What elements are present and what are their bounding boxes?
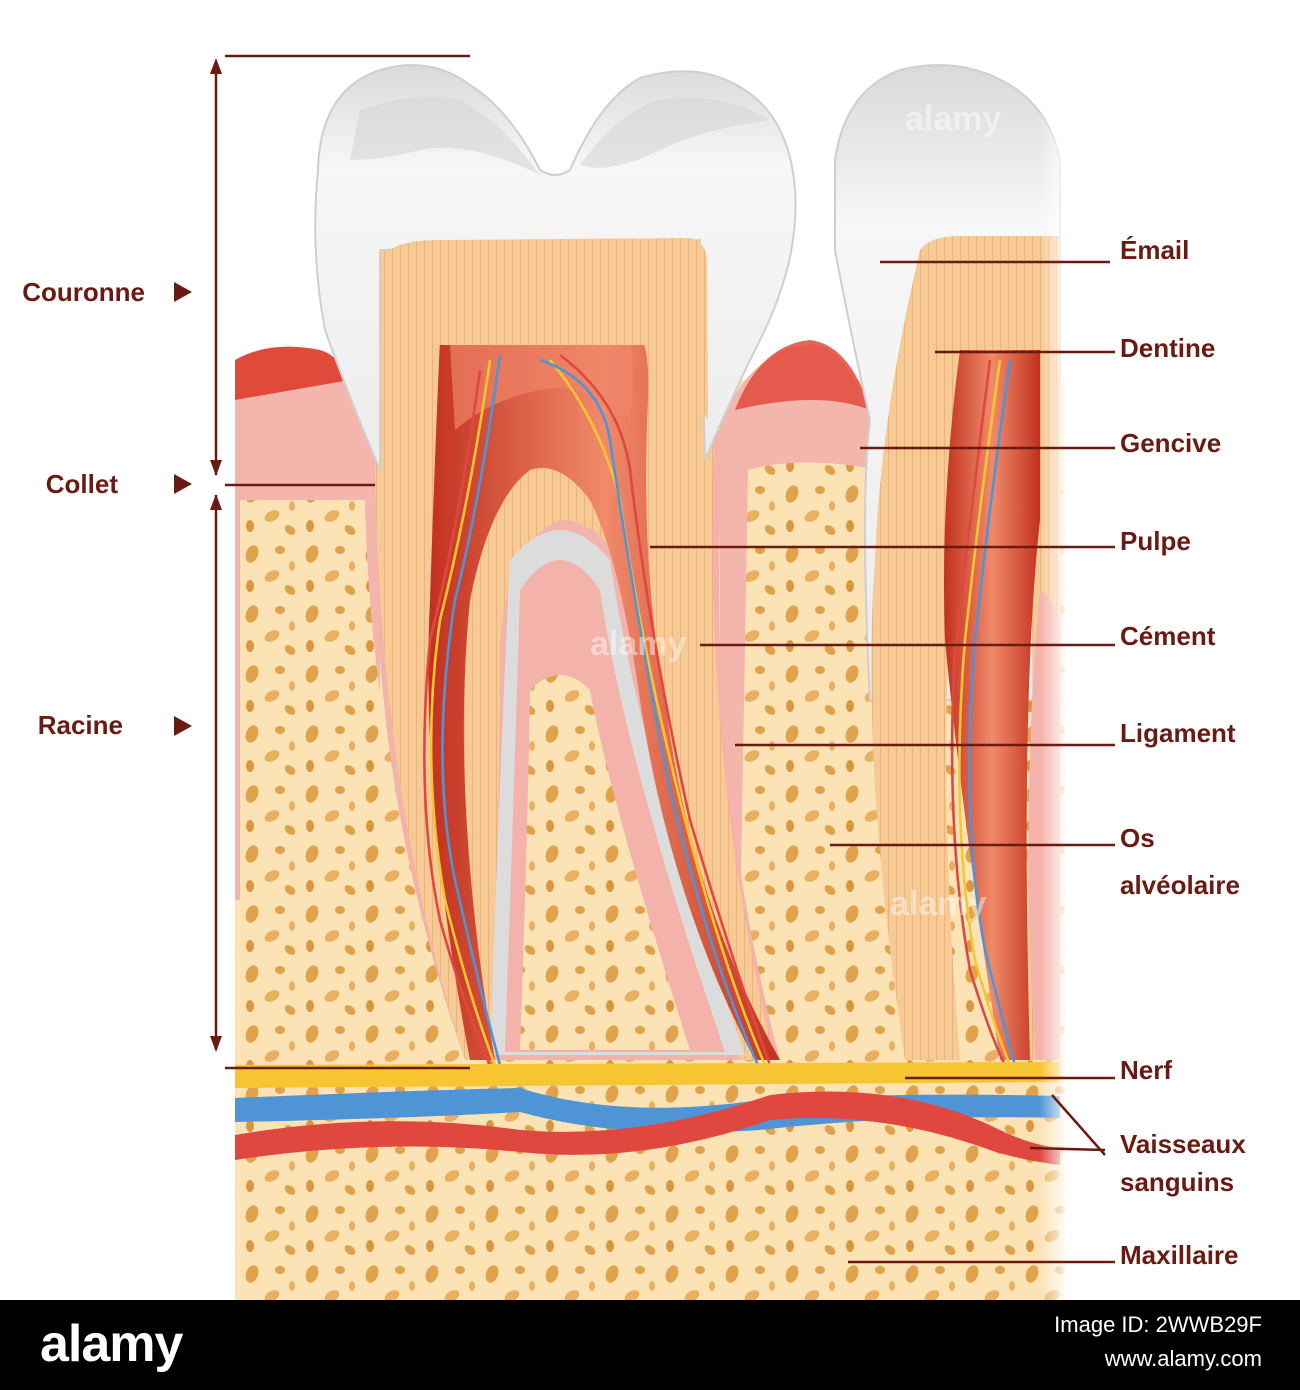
watermark: alamy — [890, 885, 987, 923]
footer-image-info: Image ID: 2WWB29F www.alamy.com — [972, 1308, 1262, 1376]
label-maxillaire: Maxillaire — [1120, 1240, 1239, 1270]
arrow-right-icon — [174, 716, 192, 736]
watermark: alamy — [905, 100, 1002, 138]
site-url: www.alamy.com — [1104, 1346, 1262, 1371]
label-pulpe: Pulpe — [1120, 526, 1191, 556]
label-vaisseaux-sanguins: Vaisseaux sanguins — [1120, 1129, 1246, 1197]
image-id: Image ID: 2WWB29F — [1054, 1312, 1262, 1337]
label-collet: Collet — [45, 469, 118, 499]
label-couronne: Couronne — [22, 277, 145, 307]
leader-lines — [650, 260, 1115, 1264]
label-ligament: Ligament — [1120, 718, 1236, 748]
tooth-illustration — [210, 54, 1115, 1300]
label-nerf: Nerf — [1120, 1055, 1173, 1085]
arrow-right-icon — [174, 474, 192, 494]
tooth-anatomy-diagram: alamy alamy alamy Couronne Collet Racine… — [22, 54, 1246, 1300]
label-email: Émail — [1120, 235, 1190, 265]
watermark: alamy — [590, 625, 687, 663]
label-cement: Cément — [1120, 621, 1216, 651]
label-dentine: Dentine — [1120, 333, 1216, 363]
stock-footer: alamy Image ID: 2WWB29F www.alamy.com — [0, 1300, 1300, 1390]
alamy-logo: alamy — [40, 1315, 183, 1373]
label-racine: Racine — [37, 710, 123, 740]
label-gencive: Gencive — [1120, 428, 1222, 458]
arrow-right-icon — [174, 282, 192, 302]
label-os-alveolaire: Os alvéolaire — [1120, 823, 1240, 900]
